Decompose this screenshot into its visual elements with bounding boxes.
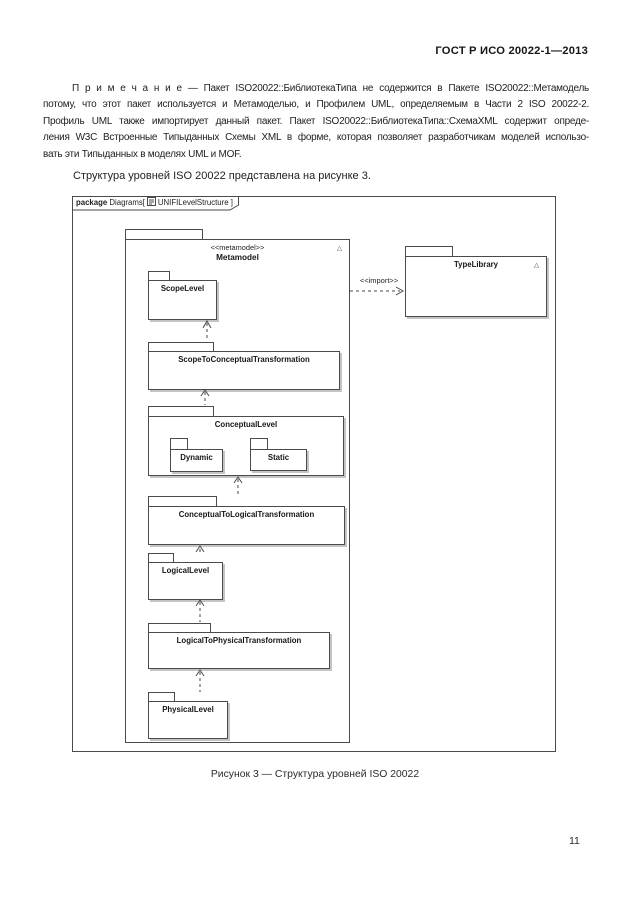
frame-tab-context: Diagrams[ — [109, 198, 145, 207]
metamodel-package-label: Metamodel — [216, 253, 259, 262]
frame-tab-close-bracket: ] — [230, 198, 233, 207]
typelibrary-package-tab — [405, 246, 453, 256]
frame-tab-text: package Diagrams[ UNIFILevelStructure ] — [76, 197, 233, 207]
static-package-tab — [250, 438, 268, 449]
document-header: ГОСТ Р ИСО 20022-1—2013 — [435, 45, 588, 57]
conceptuallevel-package-label: ConceptualLevel — [214, 420, 278, 429]
scopelevel-package-tab — [148, 271, 170, 280]
conceptualtological-package: ConceptualToLogicalTransformation — [148, 506, 345, 545]
note-line: П р и м е ч а н и е — Пакет ISO20022::Би… — [72, 83, 589, 94]
logicaltophysical-package-tab — [148, 623, 211, 632]
metamodel-stereotype: <<metamodel>> — [210, 243, 265, 252]
logicaltophysical-package-label: LogicalToPhysicalTransformation — [176, 636, 302, 645]
note-line: ления W3C Встроенные Типыданных Схемы XM… — [43, 132, 589, 144]
logicallevel-package: LogicalLevel — [148, 562, 223, 600]
physicallevel-package-label: PhysicalLevel — [162, 705, 214, 714]
static-package-label: Static — [267, 453, 290, 462]
note-line: Профиль UML также импортирует данный пак… — [43, 115, 589, 127]
frame-tab-diagram-name: UNIFILevelStructure — [157, 198, 229, 207]
metamodel-package-tab — [125, 229, 203, 239]
dynamic-package-label: Dynamic — [180, 453, 213, 462]
typelibrary-package-label: TypeLibrary — [453, 260, 499, 269]
logicallevel-package-tab — [148, 553, 174, 562]
dynamic-package: Dynamic — [170, 449, 223, 472]
scopelevel-package: ScopeLevel — [148, 280, 217, 320]
page-number: 11 — [569, 835, 580, 847]
frame-tab-keyword: package — [76, 198, 108, 207]
conceptuallevel-package-tab — [148, 406, 214, 416]
scopetoconceptual-package-tab — [148, 342, 214, 351]
uml-diagram-frame: <<metamodel>> Metamodel △ ScopeLevel Sco… — [72, 196, 556, 752]
logicaltophysical-package: LogicalToPhysicalTransformation — [148, 632, 330, 669]
physicallevel-package-tab — [148, 692, 175, 701]
logicallevel-package-label: LogicalLevel — [161, 566, 210, 575]
import-stereotype-label: <<import>> — [359, 276, 399, 285]
import-arrow — [350, 286, 405, 296]
note-paragraph: П р и м е ч а н и е — Пакет ISO20022::Би… — [43, 81, 589, 163]
diagram-icon — [146, 197, 156, 206]
body-paragraph: Структура уровней ISO 20022 представлена… — [73, 170, 371, 182]
diagram-frame-tab: package Diagrams[ UNIFILevelStructure ] — [72, 196, 240, 211]
scopetoconceptual-package: ScopeToConceptualTransformation — [148, 351, 340, 390]
figure-caption: Рисунок 3 — Структура уровней ISO 20022 — [210, 769, 420, 780]
typelibrary-package: TypeLibrary △ — [405, 256, 547, 317]
expand-triangle-icon: △ — [534, 262, 539, 269]
conceptualtological-package-tab — [148, 496, 217, 506]
static-package: Static — [250, 449, 307, 471]
scopelevel-package-label: ScopeLevel — [160, 284, 205, 293]
physicallevel-package: PhysicalLevel — [148, 701, 228, 739]
expand-triangle-icon: △ — [337, 245, 342, 252]
note-line: вать эти Типыданных в моделях UML и MOF. — [43, 148, 242, 160]
note-line: потому, что этот пакет используется и Ме… — [43, 99, 589, 111]
conceptualtological-package-label: ConceptualToLogicalTransformation — [178, 510, 315, 519]
dynamic-package-tab — [170, 438, 188, 449]
scopetoconceptual-package-label: ScopeToConceptualTransformation — [178, 355, 310, 364]
